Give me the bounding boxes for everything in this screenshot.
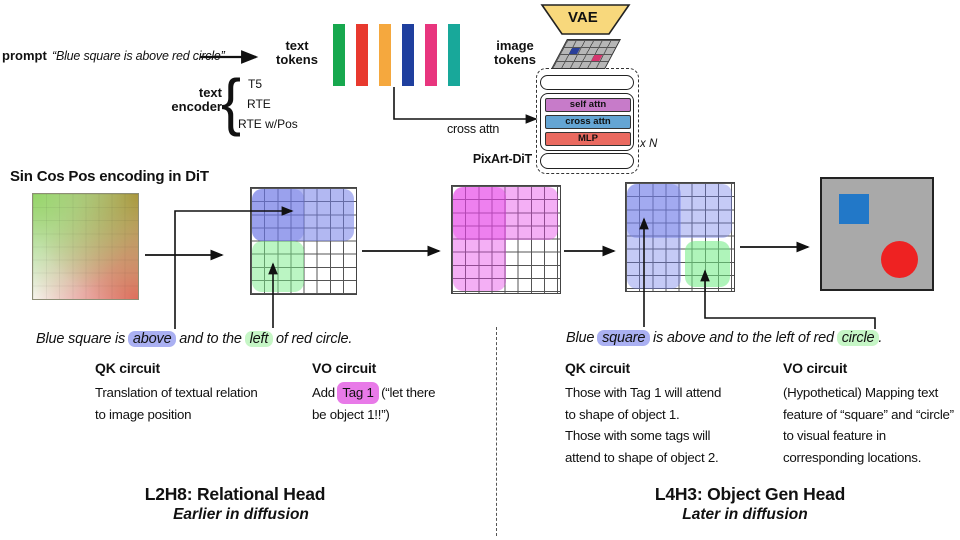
left-sentence-part: and to the (175, 331, 246, 347)
image-tokens-label: image tokens (494, 38, 536, 67)
grid1-blue-overlap (252, 189, 304, 241)
encoder-option-rte-pos: RTE w/Pos (238, 117, 298, 131)
text-token-bar (448, 24, 460, 86)
mlp-block: MLP (545, 132, 631, 146)
right-sentence-part: . (878, 330, 883, 346)
right-head-subtitle: Later in diffusion (682, 506, 808, 523)
pixart-label: PixArt-DiT (472, 152, 532, 166)
cross-attn-block: cross attn (545, 115, 631, 129)
grid2-magenta-vband (453, 187, 506, 291)
left-qk-body: Translation of textual relation to image… (95, 385, 258, 422)
right-sentence: Blue square is above and to the left of … (566, 330, 882, 346)
left-vo-pre: Add (312, 385, 339, 400)
output-red-circle (881, 241, 918, 278)
right-highlight-square: square (597, 330, 651, 346)
encoder-option-rte: RTE (247, 97, 271, 111)
pixart-top-pill (540, 75, 634, 90)
repeat-n-label: x N (640, 138, 658, 150)
right-vo-title: VO circuit (783, 360, 848, 376)
image-token-blue-cell (569, 47, 581, 54)
encoder-option-t5: T5 (248, 77, 263, 91)
sincos-title: Sin Cos Pos encoding in DiT (10, 168, 209, 185)
text-token-bar (425, 24, 437, 86)
cross-attn-arrow-label: cross attn (447, 122, 500, 136)
brace-glyph: { (221, 66, 242, 138)
left-sentence-part: of red circle. (272, 331, 353, 347)
text-tokens-label: text tokens (276, 38, 318, 67)
right-qk-title: QK circuit (565, 360, 630, 376)
right-sentence-part: is above and to the left of red (649, 330, 838, 346)
text-token-bar (402, 24, 414, 86)
right-highlight-circle: circle (836, 330, 880, 346)
right-head-title: L4H3: Object Gen Head (654, 484, 846, 504)
prompt-label: prompt (2, 48, 47, 63)
grid3-objectgen (625, 182, 735, 292)
left-highlight-left: left (244, 331, 274, 347)
text-token-bar (379, 24, 391, 86)
vae-label: VAE (568, 9, 598, 26)
left-vo-title: VO circuit (312, 360, 377, 376)
section-divider (496, 327, 497, 536)
right-qk-body: Those with Tag 1 will attend to shape of… (565, 385, 722, 465)
grid2-tagged (451, 185, 561, 294)
grid1-relational (250, 187, 357, 295)
left-vo-body: Add Tag 1 (“let there be object 1!!”) (312, 382, 442, 425)
left-highlight-above: above (127, 331, 177, 347)
grid3-blue-vband (627, 184, 681, 289)
left-sentence-part: Blue square is (36, 331, 129, 347)
left-head-title: L2H8: Relational Head (144, 484, 326, 504)
pixart-block-box: self attn cross attn MLP (540, 93, 634, 151)
text-token-bar (356, 24, 368, 86)
grid1-green-region (252, 241, 304, 292)
output-blue-square (839, 194, 869, 224)
left-head-subtitle: Earlier in diffusion (173, 506, 309, 523)
pixart-bottom-pill (540, 153, 634, 169)
prompt-quote: “Blue square is above red circle” (52, 49, 225, 63)
output-image (820, 177, 934, 291)
grid3-green-region (685, 241, 730, 287)
vae-trapezoid (540, 4, 631, 35)
self-attn-block: self attn (545, 98, 631, 112)
image-token-pink-cell (591, 54, 603, 61)
text-token-bars (333, 24, 460, 86)
grid2-magenta-hband (453, 187, 558, 240)
left-sentence: Blue square is above and to the left of … (36, 331, 352, 347)
left-qk-title: QK circuit (95, 360, 160, 376)
right-sentence-part: Blue (566, 330, 599, 346)
left-vo-post: (“let there be object 1!!”) (312, 385, 436, 422)
left-vo-tag: Tag 1 (337, 382, 379, 404)
arrow-tokens-to-cross-attn (393, 87, 538, 124)
pos-encoding-gradient (32, 193, 139, 300)
right-vo-body: (Hypothetical) Mapping text feature of “… (783, 385, 954, 465)
image-tokens-grid (551, 39, 621, 69)
text-token-bar (333, 24, 345, 86)
text-encoder-label: text encoder (171, 85, 222, 114)
